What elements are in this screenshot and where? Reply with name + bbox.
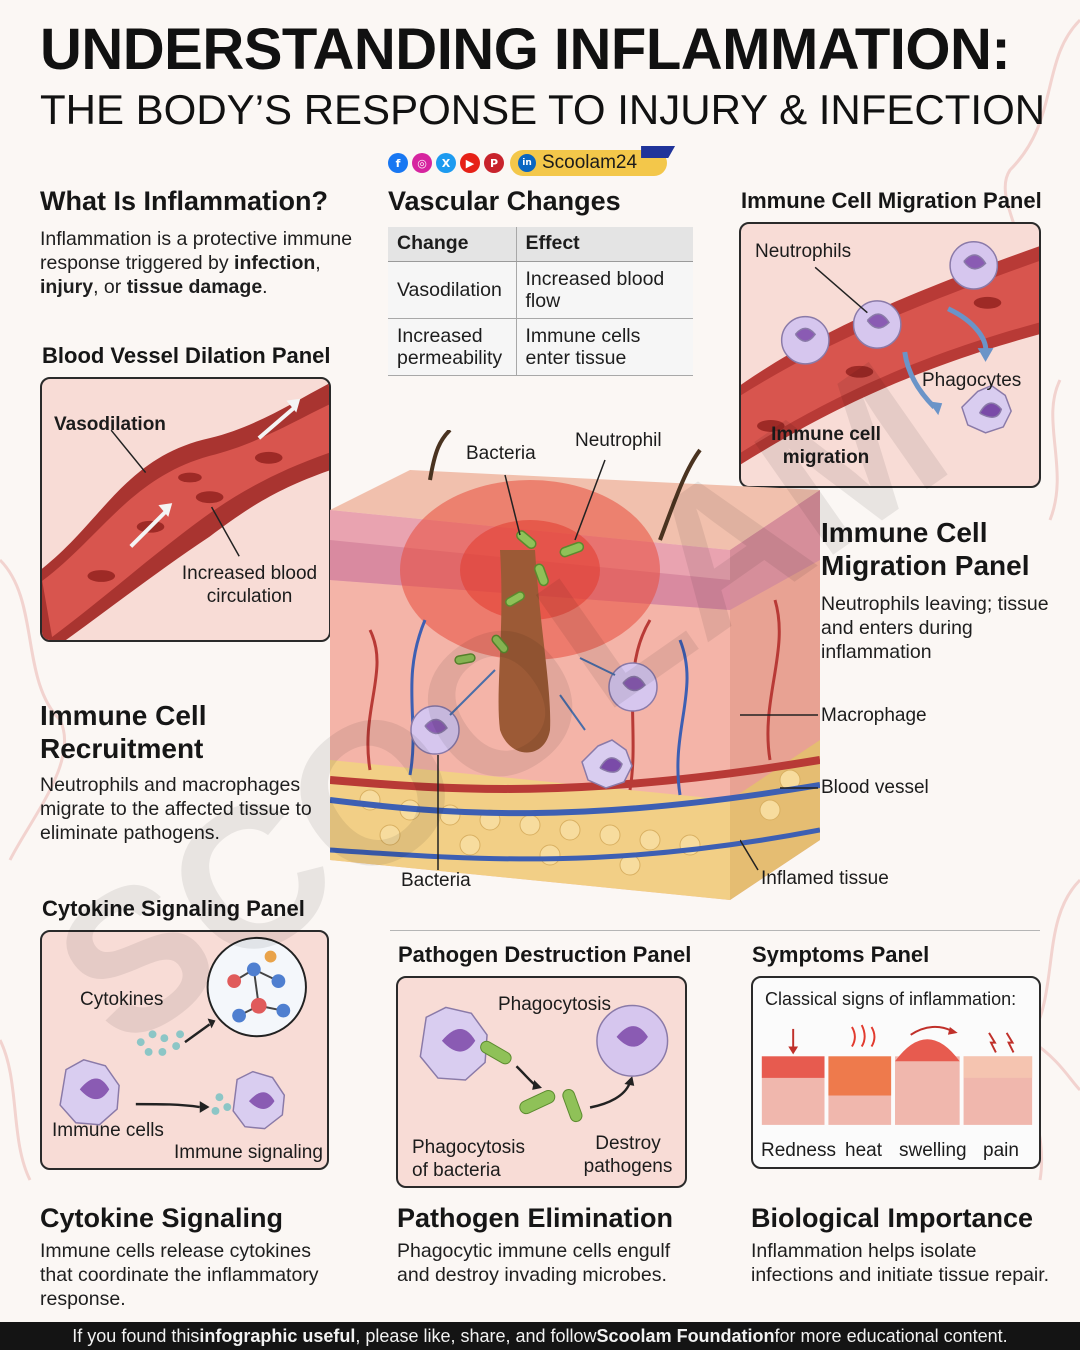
vascular-table: Change Effect Vasodilation Increased blo…	[388, 227, 693, 376]
what-is-heading: What Is Inflammation?	[40, 186, 329, 216]
phagocytosis-illustration	[419, 1004, 669, 1123]
sign-pain: pain	[983, 1140, 1019, 1161]
label-phagocytosis: Phagocytosis	[498, 994, 612, 1015]
label-bacteria-bottom: Bacteria	[401, 870, 471, 891]
symptoms-panel: Classical signs of inflammation: Redness…	[751, 976, 1041, 1169]
label-immune-signaling: Immune signaling	[174, 1142, 323, 1163]
skin-cross-section	[330, 430, 820, 900]
x-icon[interactable]: X	[436, 153, 456, 173]
label-increased-circulation: Increased blood circulation	[181, 563, 318, 607]
label-bacteria-top: Bacteria	[466, 443, 536, 464]
label-macrophage: Macrophage	[821, 705, 927, 726]
importance-section-heading: Biological Importance	[751, 1203, 1034, 1233]
col-change: Change	[388, 227, 517, 262]
label-phagocytosis-of-bacteria: Phagocytosis of bacteria	[412, 1137, 526, 1181]
cell-change: Vasodilation	[388, 261, 517, 319]
facebook-icon[interactable]: f	[388, 153, 408, 173]
pinterest-icon[interactable]: P	[484, 153, 504, 173]
section-divider	[390, 930, 1040, 931]
col-effect: Effect	[516, 227, 693, 262]
recruitment-text: Neutrophils and macrophages migrate to t…	[40, 774, 312, 844]
youtube-icon[interactable]: ▶	[460, 153, 480, 173]
brand-name: Scoolam24	[542, 152, 638, 173]
sign-heat: heat	[845, 1140, 882, 1161]
label-neutrophils: Neutrophils	[755, 241, 852, 262]
cytokine-panel: Cytokines Immune cells Immune signaling	[40, 930, 329, 1170]
table-row: Vasodilation Increased blood flow	[388, 261, 693, 319]
sign-swelling: swelling	[899, 1140, 967, 1161]
elimination-section-heading: Pathogen Elimination	[397, 1203, 674, 1233]
cell-change: Increased permeability	[388, 318, 517, 376]
label-immune-cells: Immune cells	[52, 1120, 164, 1141]
pathogen-panel-heading: Pathogen Destruction Panel	[398, 942, 692, 967]
dilation-panel-heading: Blood Vessel Dilation Panel	[42, 343, 331, 368]
footer-bar: If you found this infographic useful, pl…	[0, 1322, 1080, 1350]
what-is-text: Inflammation is a protective immune resp…	[40, 228, 353, 298]
signs-illustration	[761, 1024, 1033, 1125]
vessel-dilation-illustration	[42, 383, 329, 640]
label-destroy-pathogens: Destroy pathogens	[583, 1133, 673, 1177]
symptoms-caption: Classical signs of inflammation:	[765, 989, 1017, 1009]
pathogen-panel: Phagocytosis Phagocytosis of bacteria De…	[396, 976, 687, 1188]
page-title: UNDERSTANDING INFLAMMATION:	[40, 17, 1011, 82]
elimination-section-text: Phagocytic immune cells engulf and destr…	[397, 1240, 671, 1286]
callout-lines	[740, 714, 818, 871]
table-header-row: Change Effect	[388, 227, 693, 262]
cytokine-illustration	[59, 936, 307, 1130]
label-inflamed-tissue: Inflamed tissue	[761, 868, 889, 889]
table-row: Increased permeability Immune cells ente…	[388, 318, 693, 376]
sign-redness: Redness	[761, 1140, 836, 1161]
migration-illustration	[741, 240, 1039, 465]
symptoms-panel-heading: Symptoms Panel	[752, 942, 930, 967]
cell-effect: Immune cells enter tissue	[516, 318, 693, 376]
migration-side-text: Neutrophils leaving; tissue and enters d…	[821, 593, 1049, 663]
migration-side-heading: Immune Cell Migration Panel	[821, 517, 1030, 581]
social-bar: f ◎ X ▶ P in Scoolam24	[388, 146, 676, 178]
recruitment-heading: Immune Cell Recruitment	[40, 700, 207, 764]
cytokine-panel-heading: Cytokine Signaling Panel	[42, 896, 305, 921]
label-neutrophil: Neutrophil	[575, 430, 662, 451]
label-immune-cell-migration: Immune cell migration	[771, 424, 881, 468]
migration-panel-heading: Immune Cell Migration Panel	[741, 188, 1042, 213]
label-blood-vessel: Blood vessel	[821, 777, 929, 798]
label-cytokines: Cytokines	[80, 989, 164, 1010]
label-vasodilation: Vasodilation	[54, 414, 166, 435]
linkedin-icon[interactable]: in	[518, 154, 536, 172]
instagram-icon[interactable]: ◎	[412, 153, 432, 173]
brand-badge[interactable]: in Scoolam24	[510, 146, 676, 176]
dilation-panel: Vasodilation Increased blood circulation	[40, 377, 331, 642]
cytokine-section-heading: Cytokine Signaling	[40, 1203, 284, 1233]
flag-icon	[641, 146, 676, 158]
cell-effect: Increased blood flow	[516, 261, 693, 319]
page-subtitle: THE BODY’S RESPONSE TO INJURY & INFECTIO…	[40, 86, 1046, 133]
cytokine-section-text: Immune cells release cytokines that coor…	[40, 1240, 319, 1310]
importance-section-text: Inflammation helps isolate infections an…	[751, 1240, 1050, 1286]
migration-panel: Neutrophils Phagocytes Immune cell migra…	[739, 222, 1041, 488]
label-phagocytes: Phagocytes	[922, 370, 1022, 391]
vascular-heading: Vascular Changes	[388, 186, 621, 216]
